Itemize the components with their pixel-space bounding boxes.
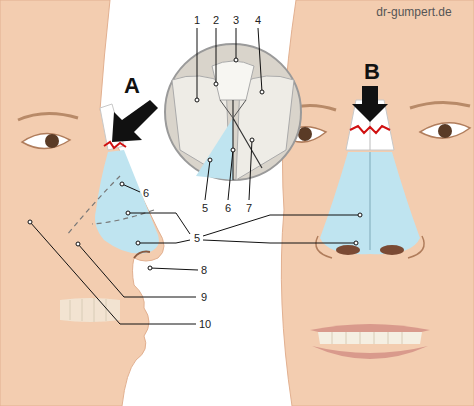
callout-number: 8 — [201, 265, 207, 276]
callout-number: 10 — [199, 319, 211, 330]
callout-number: 1 — [194, 15, 200, 26]
callout-number: 2 — [213, 15, 219, 26]
callout-number: 3 — [233, 15, 239, 26]
callout-number: 6 — [143, 188, 149, 199]
view-letter: A — [124, 75, 140, 97]
callout-number: 9 — [201, 292, 207, 303]
callout-number: 5 — [194, 233, 200, 244]
callout-number: 5 — [202, 203, 208, 214]
callout-number: 4 — [255, 15, 261, 26]
watermark: dr-gumpert.de — [376, 6, 451, 18]
view-letter: B — [364, 61, 380, 83]
callout-number: 6 — [225, 203, 231, 214]
callout-number: 7 — [246, 203, 252, 214]
